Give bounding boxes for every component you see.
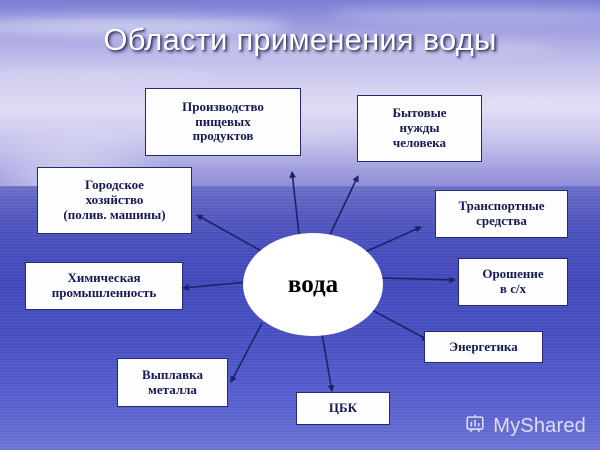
- node-label: Выплавка металла: [142, 366, 203, 397]
- node-label: Транспортные средства: [458, 198, 545, 228]
- node-transport[interactable]: Транспортные средства: [435, 190, 568, 238]
- node-irrigation[interactable]: Орошение в с/х: [458, 258, 568, 306]
- arrow-to-food: [289, 170, 301, 244]
- presentation-chart-icon: [464, 413, 486, 440]
- watermark-text: MyShared: [493, 415, 586, 437]
- arrow-to-energy: [371, 309, 429, 341]
- cloud-streak: [140, 42, 560, 54]
- myshared-watermark: MyShared: [464, 413, 586, 440]
- arrow-to-household: [324, 175, 359, 246]
- node-label: Орошение в с/х: [482, 266, 544, 296]
- node-label: Химическая промышленность: [51, 270, 157, 300]
- cloud-streak: [0, 70, 220, 80]
- arrow-to-transport: [364, 226, 422, 253]
- node-label: Бытовые нужды человека: [392, 105, 447, 150]
- cloud-streak: [380, 96, 600, 107]
- node-energy[interactable]: Энергетика: [424, 331, 543, 363]
- node-household[interactable]: Бытовые нужды человека: [357, 95, 482, 162]
- arrow-to-pulp: [321, 333, 335, 392]
- arrow-to-municipal: [196, 214, 264, 253]
- node-smelting[interactable]: Выплавка металла: [117, 358, 228, 407]
- node-municipal[interactable]: Городское хозяйство (полив. машины): [37, 167, 192, 234]
- page-title: Области применения воды: [103, 22, 497, 57]
- node-food[interactable]: Производство пищевых продуктов: [145, 88, 301, 156]
- node-label: ЦБК: [328, 400, 358, 416]
- arrow-to-irrigation: [379, 276, 457, 284]
- center-node-water[interactable]: вода: [243, 233, 383, 336]
- cloud-streak: [330, 8, 600, 22]
- node-chemical[interactable]: Химическая промышленность: [25, 262, 183, 310]
- arrow-to-chemical: [181, 281, 249, 291]
- node-pulp[interactable]: ЦБК: [296, 392, 390, 425]
- node-label: Энергетика: [449, 338, 518, 354]
- node-label: Городское хозяйство (полив. машины): [63, 177, 166, 222]
- cloud-streak: [0, 18, 290, 34]
- arrow-to-smelting: [230, 322, 263, 383]
- center-node-label: вода: [287, 270, 339, 298]
- node-label: Производство пищевых продуктов: [182, 98, 264, 144]
